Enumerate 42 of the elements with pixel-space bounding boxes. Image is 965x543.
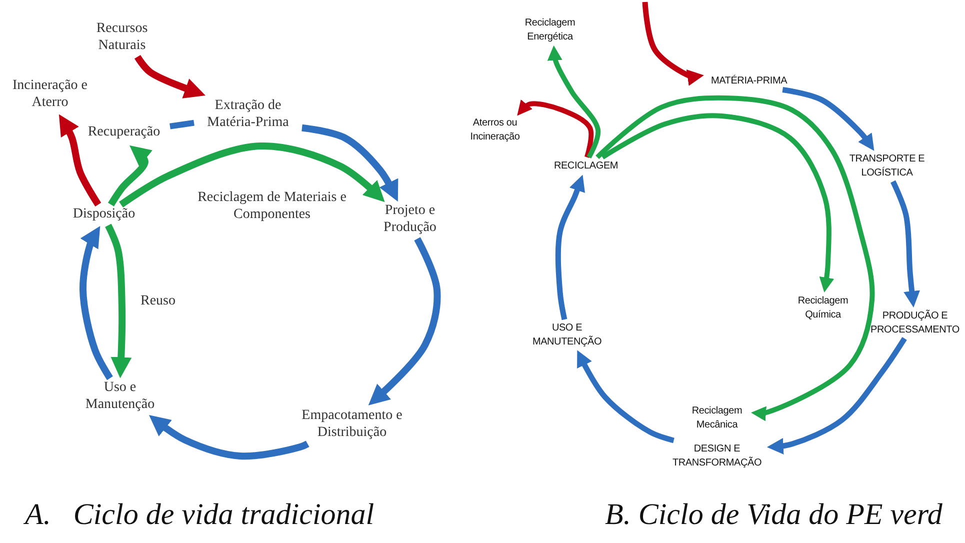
- arrow: [596, 95, 875, 422]
- stage-label: Reciclagem Química: [791, 294, 855, 322]
- arrow: [547, 45, 601, 158]
- connector-line: [170, 120, 194, 130]
- arrow: [555, 174, 585, 320]
- arrow: [119, 142, 385, 208]
- stage-label: TRANSPORTE E LOGÍSTICA: [846, 152, 928, 180]
- edge-label: Reciclagem de Materiais e Componentes: [196, 190, 348, 224]
- arrow: [134, 54, 206, 98]
- stage-label: RECICLAGEM: [552, 159, 620, 173]
- stage-label: DESIGN E TRANSFORMAÇÃO: [669, 442, 765, 470]
- arrow: [302, 124, 398, 202]
- stage-label: Extração de Matéria-Prima: [196, 98, 300, 132]
- arrow: [517, 99, 594, 158]
- stage-label: Aterros ou Incineração: [465, 116, 525, 144]
- arrow: [368, 237, 441, 406]
- stage-label: MATÉRIA-PRIMA: [706, 74, 792, 88]
- stage-label: Projeto e Produção: [376, 203, 444, 237]
- stage-label: Disposição: [65, 206, 143, 224]
- arrow: [766, 337, 907, 454]
- arrow: [601, 113, 834, 292]
- arrow: [890, 180, 920, 308]
- stage-label: Recuperação: [80, 124, 168, 142]
- arrow: [58, 114, 102, 206]
- arrow: [80, 226, 113, 380]
- edge-label: Reuso: [140, 294, 176, 310]
- stage-label: Uso e Manutenção: [76, 380, 164, 414]
- arrow: [108, 145, 152, 206]
- stage-label: Recursos Naturais: [86, 21, 158, 55]
- caption: A. Ciclo de vida tradicional: [25, 498, 374, 532]
- arrow: [577, 350, 674, 444]
- stage-label: PRODUÇÃO E PROCESSAMENTO: [867, 310, 963, 336]
- arrow: [782, 87, 874, 151]
- arrow: [105, 224, 132, 378]
- stage-label: Reciclagem Energética: [518, 16, 582, 44]
- caption: B. Ciclo de Vida do PE verd: [605, 498, 942, 532]
- stage-label: USO E MANUTENÇÃO: [528, 322, 606, 348]
- stage-label: Reciclagem Mecânica: [685, 404, 749, 432]
- stage-label: Empacotamento e Distribuição: [288, 408, 416, 442]
- arrow: [148, 415, 310, 460]
- arrow: [642, 2, 704, 86]
- stage-label: Incineração e Aterro: [9, 78, 91, 112]
